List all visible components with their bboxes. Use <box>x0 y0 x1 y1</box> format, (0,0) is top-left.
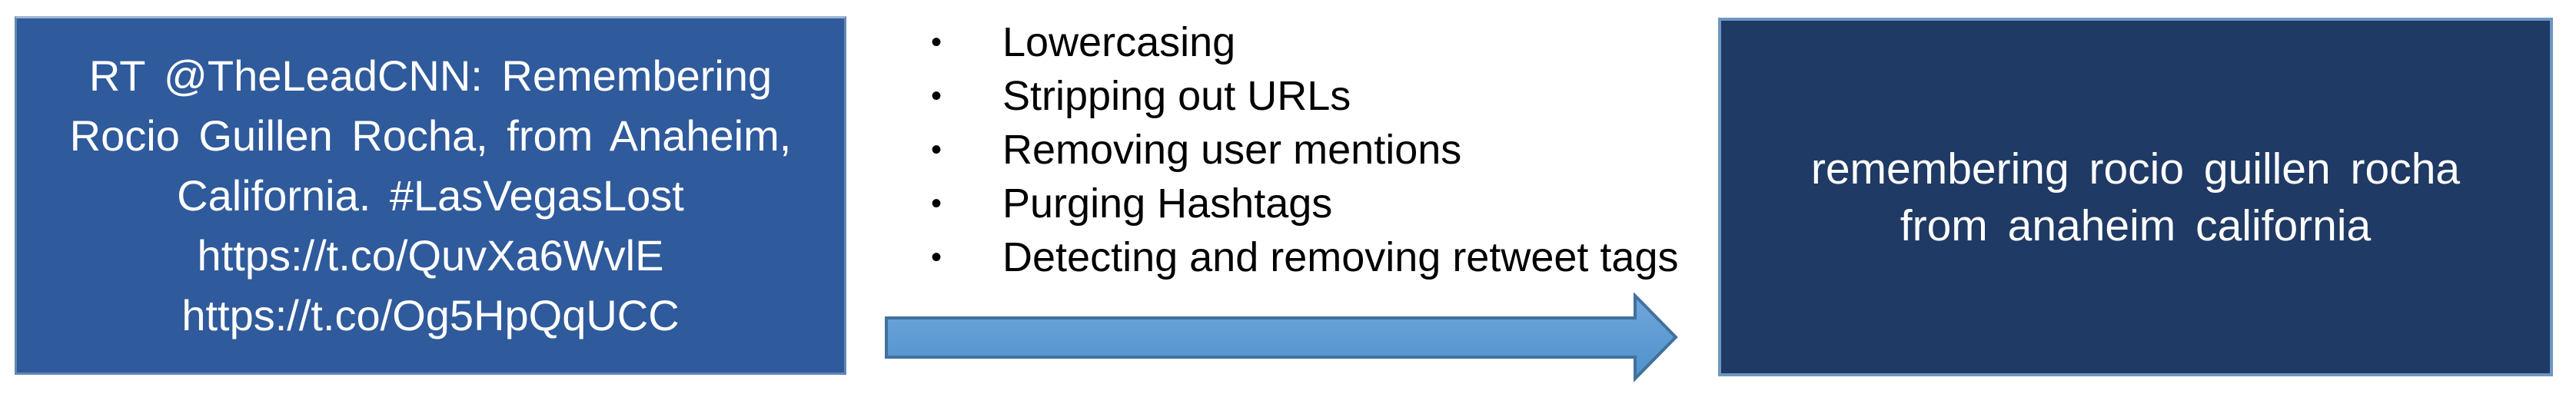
input-tweet-box: RT @TheLeadCNN: Remembering Rocio Guille… <box>15 16 846 375</box>
input-tweet-line: https://t.co/QuvXa6WvlE <box>197 230 664 280</box>
step-label: Stripping out URLs <box>1002 73 1351 119</box>
bullet-icon: • <box>931 133 942 167</box>
step-label: Detecting and removing retweet tags <box>1002 234 1679 280</box>
output-text-box: remembering rocio guillen rocha from ana… <box>1718 18 2553 376</box>
bullet-icon: • <box>931 79 942 113</box>
input-tweet-line: RT @TheLeadCNN: Remembering <box>88 51 773 100</box>
step-label: Lowercasing <box>1002 19 1236 65</box>
step-label: Purging Hashtags <box>1002 180 1333 227</box>
right-arrow-icon <box>885 293 1678 382</box>
input-tweet-line: Rocio Guillen Rocha, from Anaheim, <box>69 111 792 160</box>
step-label: Removing user mentions <box>1002 127 1462 173</box>
output-text-line: remembering rocio guillen rocha <box>1810 144 2461 194</box>
bullet-icon: • <box>931 25 942 59</box>
bullet-icon: • <box>931 240 942 274</box>
preprocessing-steps-list: • Lowercasing • Stripping out URLs • Rem… <box>926 15 1741 284</box>
list-item: • Purging Hashtags <box>926 177 1741 230</box>
bullet-icon: • <box>931 187 942 220</box>
list-item: • Stripping out URLs <box>926 69 1741 123</box>
output-text-line: from anaheim california <box>1900 200 2372 250</box>
list-item: • Detecting and removing retweet tags <box>926 230 1741 284</box>
input-tweet-line: California. #LasVegasLost <box>177 171 684 220</box>
list-item: • Removing user mentions <box>926 123 1741 177</box>
input-tweet-line: https://t.co/Og5HpQqUCC <box>181 290 680 339</box>
list-item: • Lowercasing <box>926 15 1741 69</box>
